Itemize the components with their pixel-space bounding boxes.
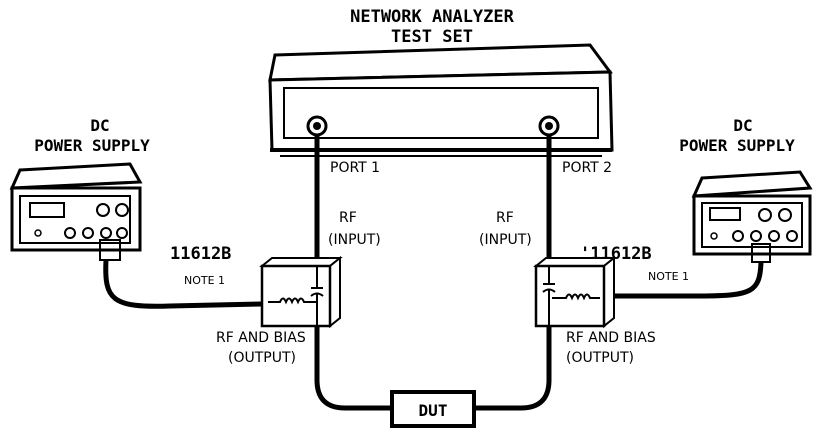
network-analyzer: NETWORK ANALYZER TEST SET PORT 1 PORT 2: [268, 7, 614, 176]
left-supply-title-line2: POWER SUPPLY: [34, 136, 150, 155]
left-supply-knob-icon: [115, 203, 129, 217]
right-supply-terminal-icon: [768, 230, 780, 242]
right-supply-terminal-icon: [786, 230, 798, 242]
left-output-line1: RF AND BIAS: [216, 330, 306, 346]
port-1-label: PORT 1: [330, 160, 380, 176]
right-supply-terminal-icon: [732, 230, 744, 242]
right-supply-knob-icon: [778, 208, 792, 222]
left-rf-input-line1: RF: [339, 210, 357, 226]
right-note-label: NOTE 1: [648, 270, 689, 283]
left-dc-power-supply: DC POWER SUPPLY: [9, 116, 150, 261]
dut: DUT: [390, 390, 476, 428]
analyzer-title-line1: NETWORK ANALYZER: [350, 7, 515, 27]
right-output-line2: (OUTPUT): [566, 350, 634, 366]
right-supply-title-line2: POWER SUPPLY: [679, 136, 795, 155]
dut-label: DUT: [419, 401, 448, 420]
left-supply-terminal-icon: [116, 227, 128, 239]
left-note-label: NOTE 1: [184, 274, 225, 287]
left-supply-cable: [103, 259, 263, 309]
analyzer-title-line2: TEST SET: [391, 27, 473, 47]
left-supply-title-line1: DC: [90, 116, 109, 135]
right-bias-tee: '11612B RF (INPUT) RF AND BIAS (OUTPUT): [479, 210, 656, 366]
right-supply-terminal-icon: [750, 230, 762, 242]
right-supply-cable: [604, 261, 764, 299]
left-supply-display: [29, 202, 65, 218]
left-supply-knob-icon: [96, 203, 110, 217]
port-2-label: PORT 2: [562, 160, 612, 176]
left-supply-terminal-icon: [100, 227, 112, 239]
right-output-cable: [474, 326, 552, 411]
right-dc-power-supply: DC POWER SUPPLY: [679, 116, 813, 263]
right-supply-knob-icon: [758, 208, 772, 222]
right-rf-input-line2: (INPUT): [479, 232, 532, 248]
right-supply-title-line1: DC: [733, 116, 752, 135]
left-output-cable: [314, 326, 392, 411]
left-bias-tee-body: [260, 264, 332, 328]
left-supply-terminal-icon: [64, 227, 76, 239]
dut-box: [390, 390, 476, 428]
right-rf-input-line1: RF: [496, 210, 514, 226]
left-rf-input-line2: (INPUT): [328, 232, 381, 248]
right-supply-display: [709, 207, 741, 221]
left-bias-tee-model: 11612B: [170, 244, 231, 264]
analyzer-front-panel: [283, 87, 599, 139]
right-output-line1: RF AND BIAS: [566, 330, 656, 346]
left-supply-terminal-icon: [82, 227, 94, 239]
left-output-line2: (OUTPUT): [228, 350, 296, 366]
left-bias-tee: 11612B RF (INPUT) RF AND BIAS (OUTPUT): [170, 210, 381, 366]
right-inductor-icon: [552, 293, 600, 301]
left-inductor-icon: [268, 297, 318, 305]
